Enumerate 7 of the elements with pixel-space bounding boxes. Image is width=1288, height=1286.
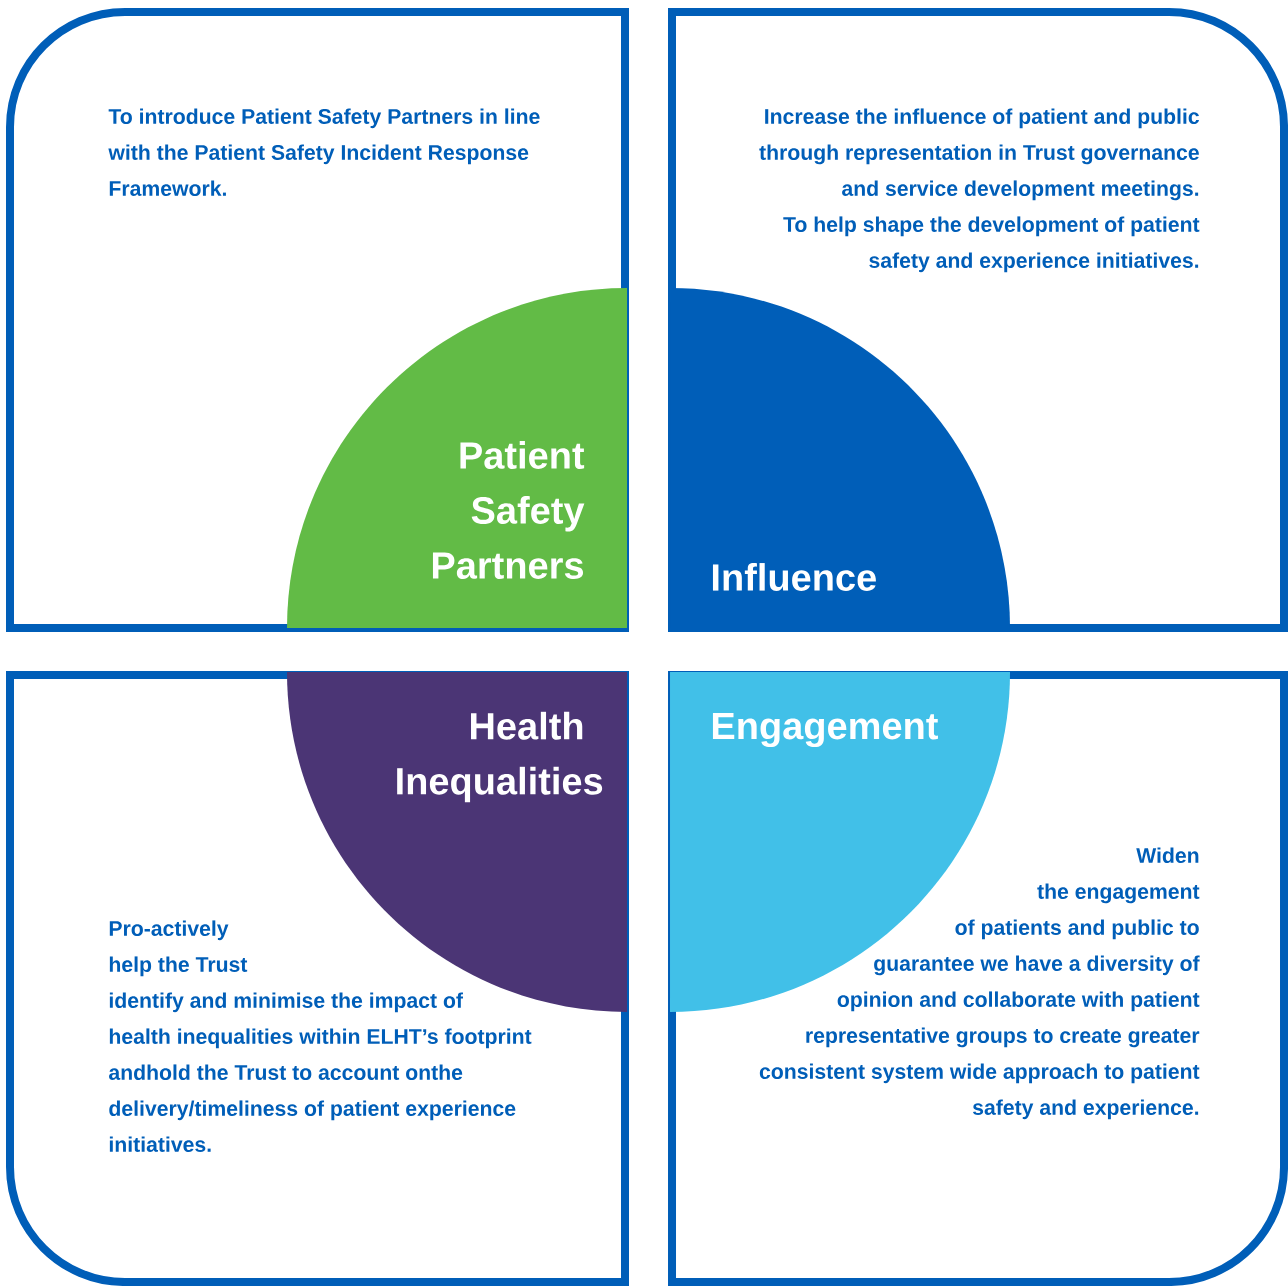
panel xyxy=(668,671,1288,1286)
node-label: Influence xyxy=(712,563,876,591)
panel xyxy=(6,8,629,632)
panel xyxy=(668,8,1288,632)
description-text: Increase the influence of patient and public through representation in Trust governance and service development meetings. To help shape the development of patient safety and experience initiatives. xyxy=(759,108,1200,273)
description-text: To introduce Patient Safety Partners in line with the Patient Safety Incident Response Framework. xyxy=(108,108,540,196)
panel xyxy=(6,671,629,1286)
